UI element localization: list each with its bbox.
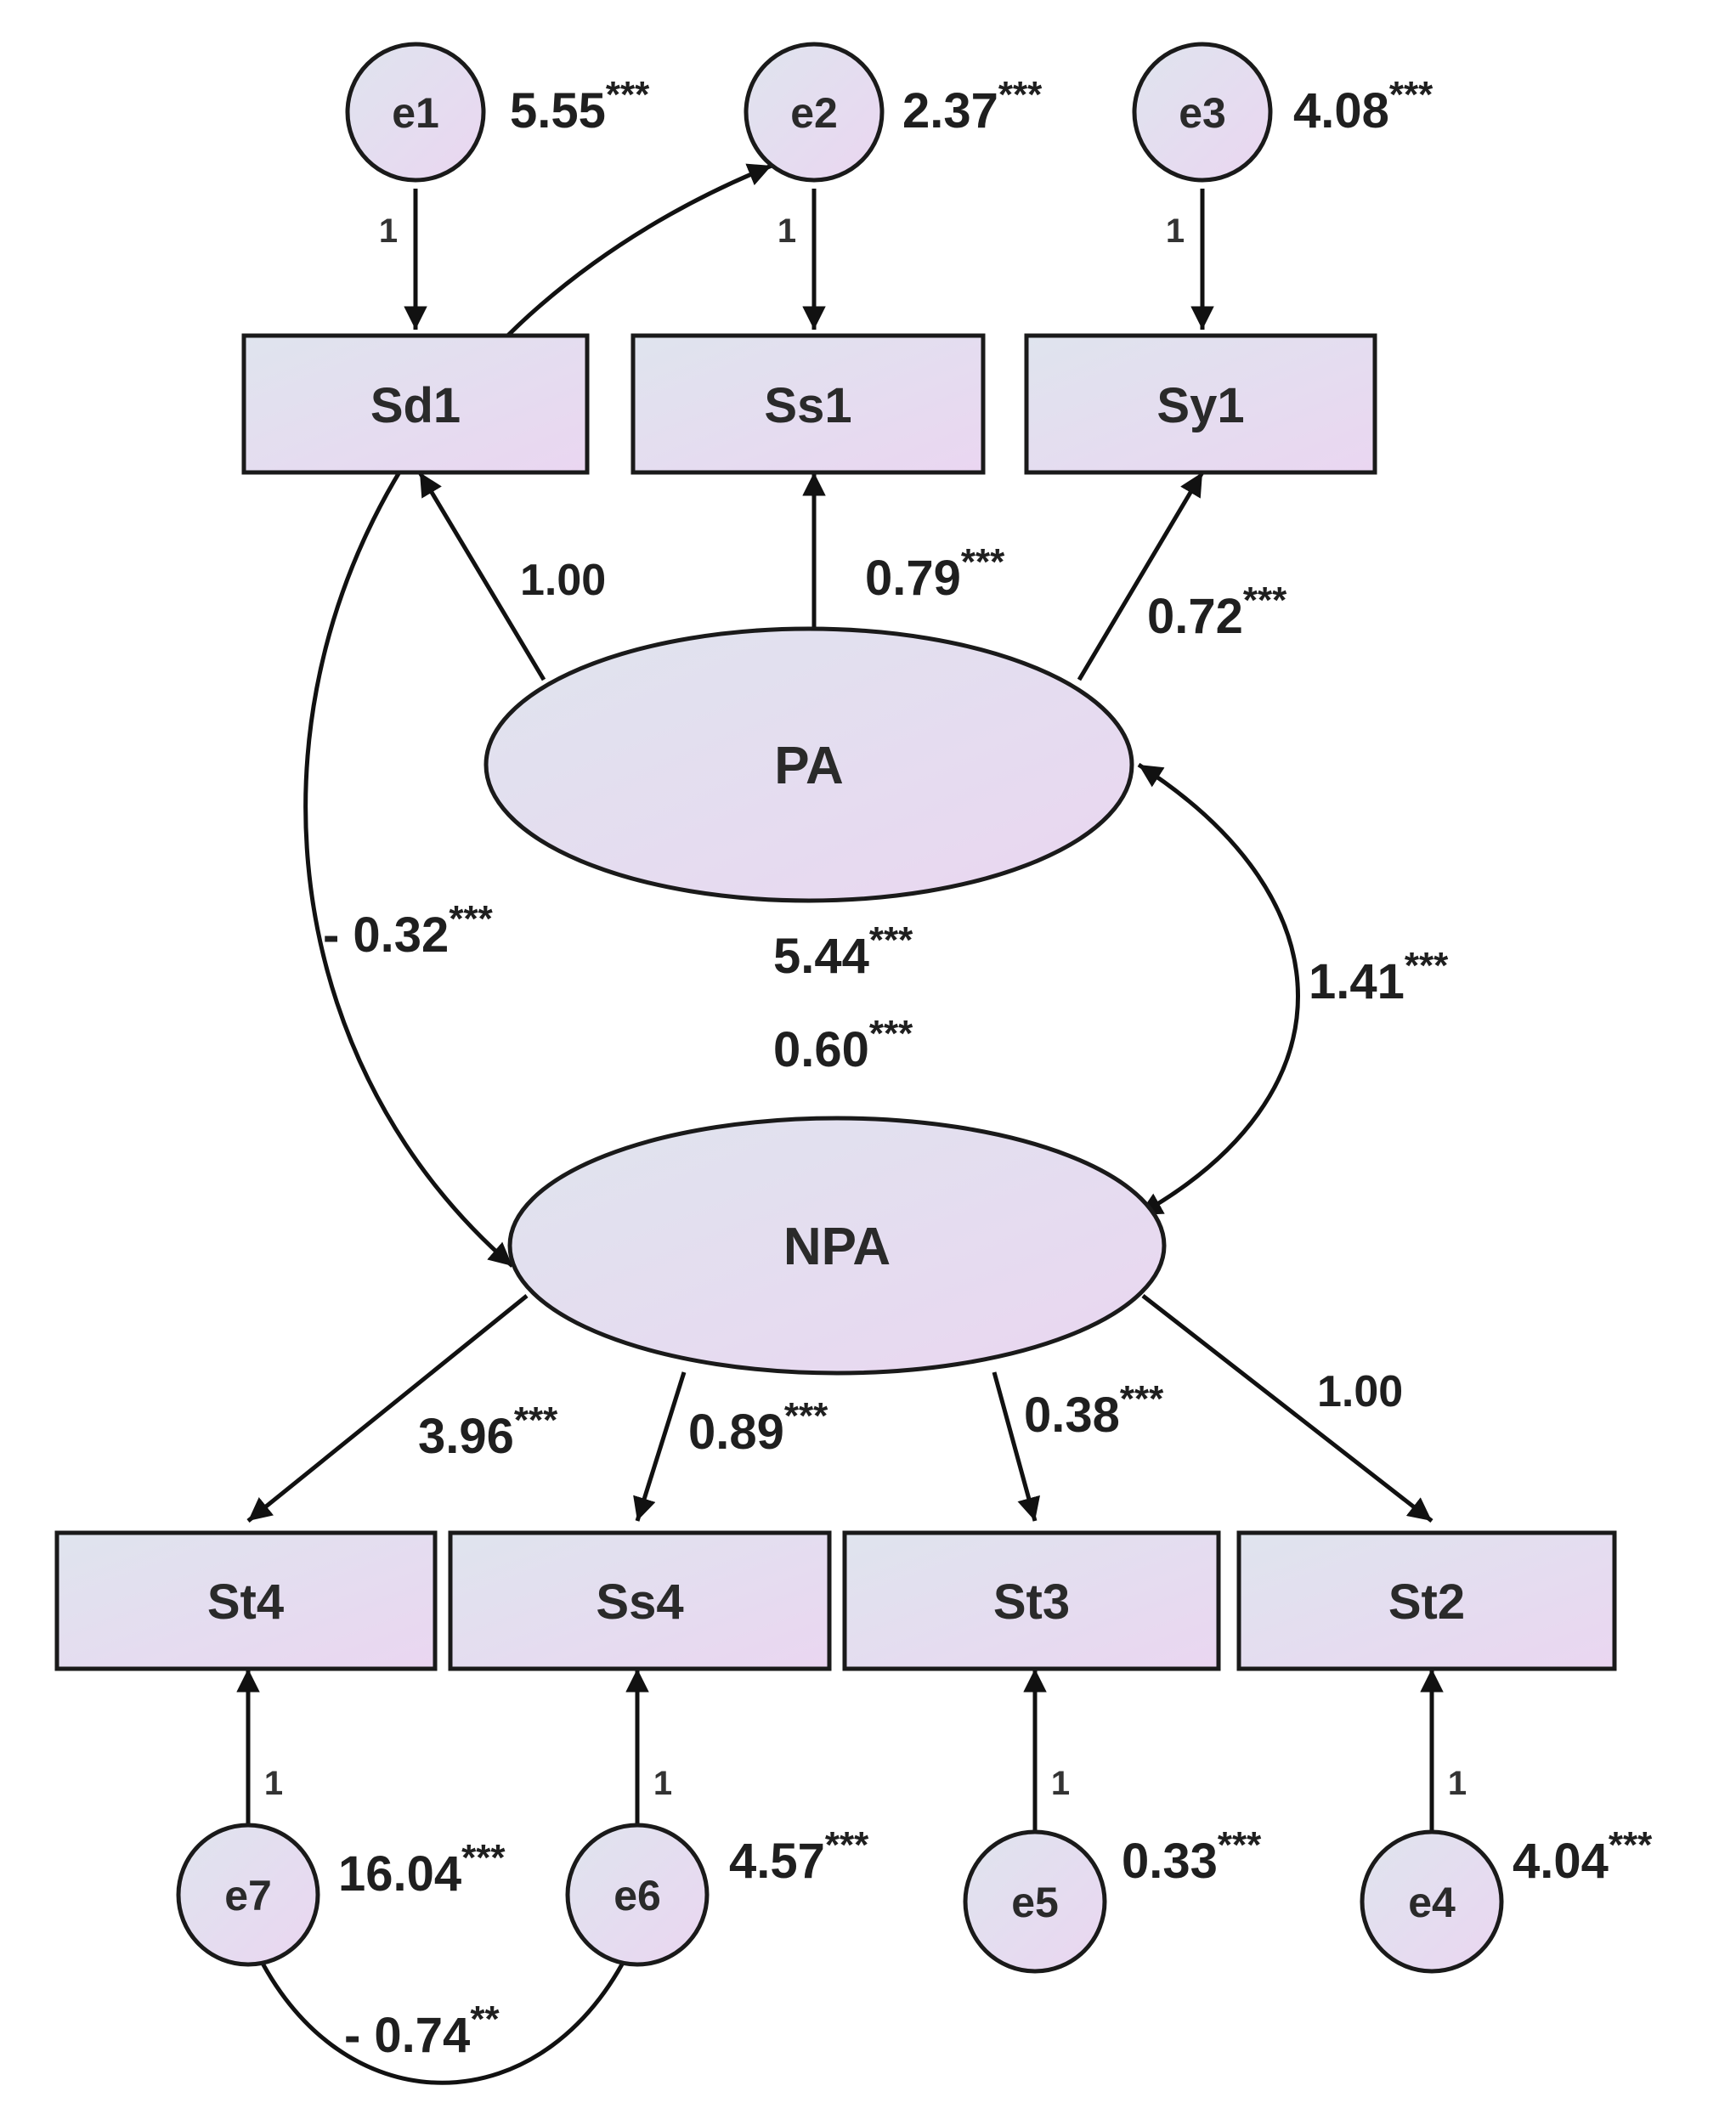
indicator-node-ss4: Ss4 <box>448 1530 832 1671</box>
latent-label-npa: NPA <box>783 1218 891 1276</box>
fixed-path-label-e2: 1 <box>778 212 796 250</box>
variance-label-e4: 4.04*** <box>1513 1824 1653 1889</box>
path-npa-st2 <box>1141 1294 1433 1523</box>
error-label-e2: e2 <box>790 89 838 137</box>
loading-label-npa-st4: 3.96*** <box>418 1399 558 1464</box>
loading-label-pa-ss1: 0.79*** <box>865 541 1005 606</box>
covariance-label-e2-npa: - 0.32*** <box>323 898 494 963</box>
fixed-path-label-e3: 1 <box>1166 212 1185 250</box>
variance-label-e2: 2.37*** <box>902 74 1043 138</box>
indicator-node-st4: St4 <box>54 1530 438 1671</box>
path-npa-ss4 <box>633 1371 687 1522</box>
error-node-e5: e5 <box>963 1829 1107 1974</box>
indicator-node-sy1: Sy1 <box>1024 333 1377 475</box>
error-node-e4: e4 <box>1360 1829 1504 1974</box>
indicator-label-st4: St4 <box>207 1574 284 1630</box>
latent-node-pa: PA <box>483 626 1134 903</box>
indicator-node-sd1: Sd1 <box>241 333 590 475</box>
fixed-path-label-e4: 1 <box>1448 1765 1467 1802</box>
indicator-label-st2: St2 <box>1388 1574 1465 1630</box>
error-label-e1: e1 <box>392 89 439 137</box>
fixed-path-label-e1: 1 <box>379 212 398 250</box>
path-npa-st4 <box>246 1294 529 1523</box>
error-node-e2: e2 <box>744 42 885 183</box>
covariance-label-pa-npa: 1.41*** <box>1309 945 1449 1009</box>
loading-label-npa-st2: 1.00 <box>1317 1367 1403 1416</box>
loading-label-npa-ss4: 0.89*** <box>688 1395 828 1460</box>
path-pa-sy1 <box>1077 471 1205 681</box>
variance-label-e6: 4.57*** <box>729 1824 869 1889</box>
indicator-node-ss1: Ss1 <box>631 333 986 475</box>
error-node-e6: e6 <box>565 1823 710 1967</box>
loading-label-pa-sy1: 0.72*** <box>1147 579 1287 644</box>
error-label-e4: e4 <box>1408 1879 1456 1926</box>
indicator-label-st3: St3 <box>993 1574 1070 1630</box>
covariance-e2-npa <box>303 163 772 1268</box>
path-npa-st3 <box>992 1371 1040 1522</box>
error-node-e3: e3 <box>1132 42 1273 183</box>
indicator-node-st3: St3 <box>842 1530 1221 1671</box>
fixed-path-label-e7: 1 <box>264 1765 283 1802</box>
indicator-node-st2: St2 <box>1236 1530 1617 1671</box>
covariance-e7-e6 <box>246 1932 640 2085</box>
covariance-label-e7-e6: - 0.74** <box>344 1998 500 2063</box>
error-label-e5: e5 <box>1011 1879 1059 1926</box>
fixed-path-label-e5: 1 <box>1051 1765 1070 1802</box>
variance-label-e5: 0.33*** <box>1122 1824 1262 1889</box>
indicator-label-sy1: Sy1 <box>1156 378 1244 433</box>
error-node-e1: e1 <box>345 42 486 183</box>
indicator-label-sd1: Sd1 <box>370 378 461 433</box>
variance-label-e7: 16.04*** <box>338 1837 506 1902</box>
latent-node-npa: NPA <box>507 1116 1167 1376</box>
covariance-pa-npa <box>1137 762 1300 1218</box>
variance-label-e1: 5.55*** <box>510 74 650 138</box>
variance-label-npa: 0.60*** <box>773 1013 913 1077</box>
error-node-e7: e7 <box>176 1823 320 1967</box>
indicator-label-ss1: Ss1 <box>764 378 851 433</box>
error-label-e7: e7 <box>224 1872 272 1919</box>
error-label-e6: e6 <box>614 1872 661 1919</box>
variance-label-e3: 4.08*** <box>1293 74 1433 138</box>
loading-label-npa-st3: 0.38*** <box>1024 1378 1164 1443</box>
variance-label-pa: 5.44*** <box>773 919 913 984</box>
indicator-label-ss4: Ss4 <box>596 1574 683 1630</box>
loading-label-pa-sd1: 1.00 <box>520 556 606 605</box>
error-label-e3: e3 <box>1179 89 1226 137</box>
latent-label-pa: PA <box>774 737 844 795</box>
fixed-path-label-e6: 1 <box>653 1765 672 1802</box>
